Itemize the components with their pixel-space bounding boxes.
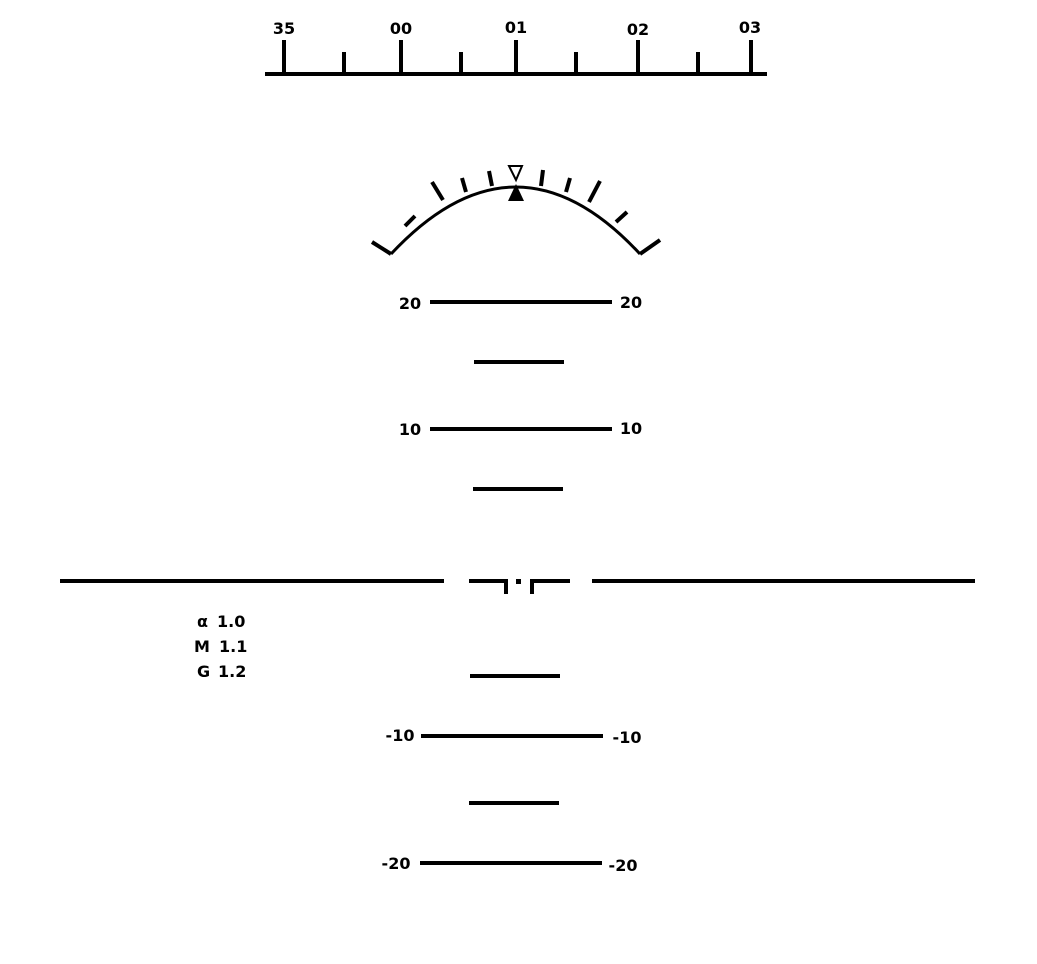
heading-label-01: 01: [505, 18, 527, 37]
pitch-label-right-10: 10: [620, 419, 642, 438]
bank-pointer-triangle-icon: [508, 184, 524, 201]
bank-tick-20: [564, 177, 572, 193]
bank-tick-10: [487, 170, 494, 187]
bank-tick-60: [370, 240, 393, 256]
heading-label-00: 00: [390, 19, 412, 38]
mach-value: 1.1: [219, 637, 247, 656]
alpha-symbol: α: [197, 612, 208, 631]
bank-reference-triangle-icon: [507, 165, 524, 183]
heading-label-03: 03: [739, 18, 761, 37]
bank-tick-20: [460, 177, 468, 193]
bank-angle-indicator: [370, 165, 662, 256]
aircraft-reference-symbol: [469, 579, 570, 594]
bank-tick-60: [638, 238, 662, 256]
pitch-label-right-minus-10: -10: [613, 728, 642, 747]
aircraft-symbol-right-wing: [530, 579, 570, 594]
heading-label-02: 02: [627, 20, 649, 39]
flight-data-readout: α 1.0 M 1.1 G 1.2: [194, 612, 247, 681]
bank-tick-45: [403, 214, 417, 228]
pitch-label-right-minus-20: -20: [609, 856, 638, 875]
bank-tick-30: [430, 180, 445, 202]
pitch-label-right-20: 20: [620, 293, 642, 312]
aircraft-symbol-left-wing: [469, 579, 508, 594]
heading-label-35: 35: [273, 19, 295, 38]
g-load-symbol: G: [197, 662, 210, 681]
alpha-value: 1.0: [217, 612, 245, 631]
bank-tick-30: [587, 180, 602, 203]
heading-scale: 35 00 01 02 03: [265, 18, 767, 76]
bank-tick-10: [539, 169, 545, 187]
pitch-label-left-20: 20: [399, 294, 421, 313]
pitch-label-left-minus-20: -20: [382, 854, 411, 873]
pitch-label-left-minus-10: -10: [386, 726, 415, 745]
g-load-value: 1.2: [218, 662, 246, 681]
bank-tick-45: [614, 210, 629, 224]
aircraft-symbol-center-dot: [516, 579, 521, 584]
pitch-label-left-10: 10: [399, 420, 421, 439]
pitch-ladder: 20 20 10 10 -10 -10 -20 -20: [382, 293, 643, 875]
mach-symbol: M: [194, 637, 210, 656]
